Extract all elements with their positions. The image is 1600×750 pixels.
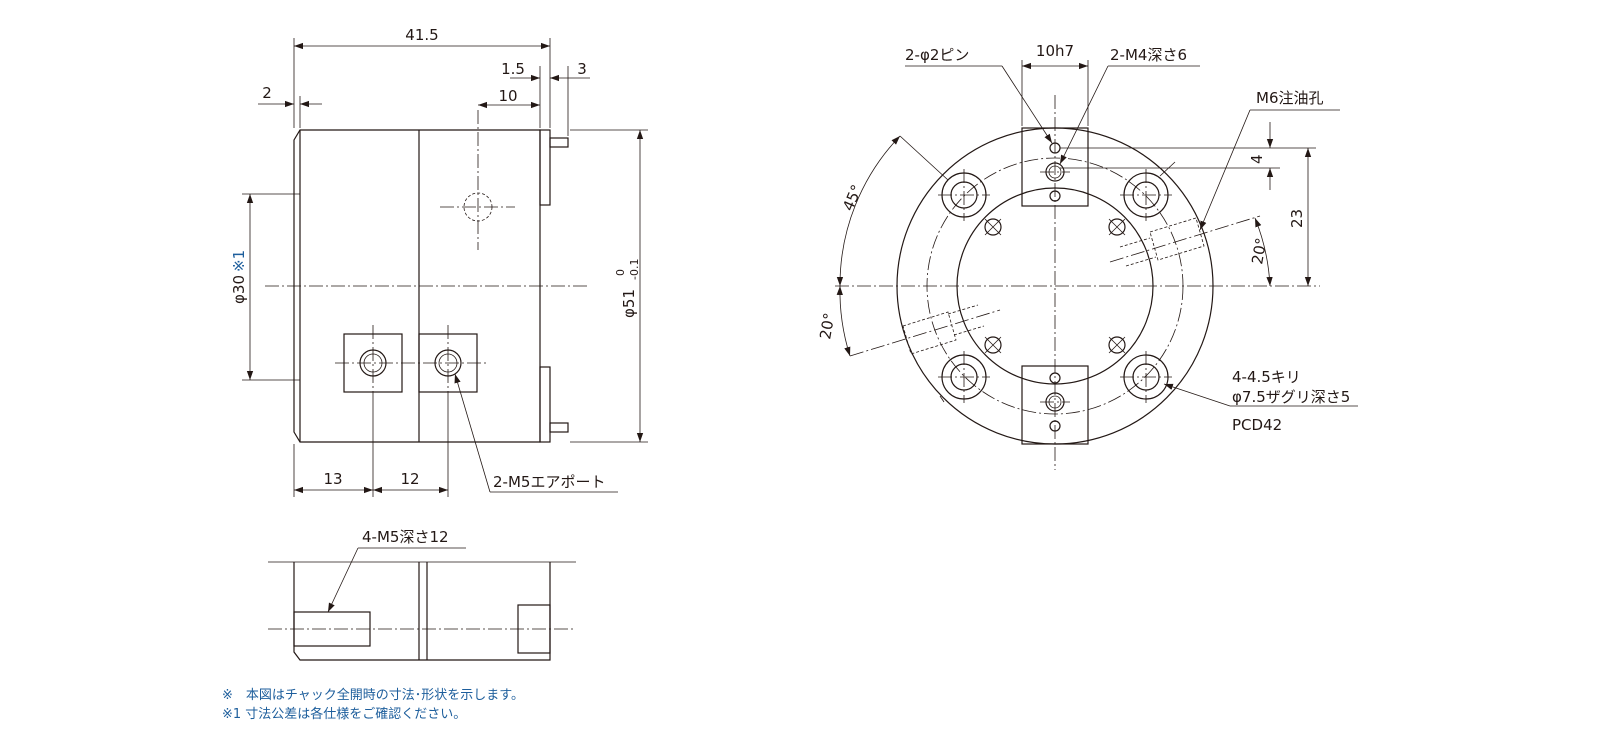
dim-port2: 12 — [400, 470, 419, 488]
dim-bore: φ30 — [230, 275, 248, 304]
tol-upper: 0 — [614, 269, 627, 276]
tap-hole-tr — [1108, 218, 1126, 236]
label-m4: 2-M4深さ6 — [1110, 46, 1187, 64]
angle-45: 45° — [839, 182, 866, 214]
side-view: 41.5 1.5 3 10 2 φ30 ※1 φ51 0 -0.1 1 — [230, 26, 648, 497]
dim-bore-note: ※1 — [230, 250, 248, 272]
angle-20-right: 20° — [1248, 236, 1270, 265]
dim-step: 2 — [262, 84, 272, 102]
oil-hole-right — [1109, 215, 1261, 267]
bolt-hole-bl — [938, 351, 990, 403]
label-air-port: 2-M5エアポート — [493, 473, 605, 491]
tol-lower: -0.1 — [628, 259, 641, 280]
dim-port1: 13 — [323, 470, 342, 488]
angle-20-left: 20° — [816, 311, 838, 340]
bolt-hole-tl — [938, 169, 990, 221]
dim-4: 4 — [1248, 154, 1266, 164]
label-counterbore: φ7.5ザグリ深さ5 — [1232, 388, 1350, 406]
dim-port-offset: 10 — [498, 87, 517, 105]
front-view: 45° 20° 20° 10h7 2-φ2ピン 2-M4深さ6 M6注油孔 4 … — [816, 42, 1358, 470]
note-line-1: ※ 本図はチャック全開時の寸法･形状を示します。 — [222, 688, 524, 703]
bolt-hole-br — [1120, 351, 1172, 403]
tap-hole-br — [1108, 336, 1126, 354]
dim-length: 41.5 — [405, 26, 438, 44]
dim-pin: 3 — [577, 60, 587, 78]
bolt-hole-tr — [1120, 169, 1172, 221]
label-holes: 4-4.5キリ — [1232, 368, 1301, 386]
bottom-view: 4-M5深さ12 — [268, 528, 576, 661]
oil-hole-left — [849, 304, 1001, 357]
notes: ※ 本図はチャック全開時の寸法･形状を示します。 ※1 寸法公差は各仕様をご確認… — [222, 686, 524, 724]
label-oil: M6注油孔 — [1256, 89, 1324, 107]
dim-flange: 1.5 — [501, 60, 525, 78]
tap-hole-tl — [984, 218, 1002, 236]
dim-slot: 10h7 — [1036, 42, 1074, 60]
label-pin: 2-φ2ピン — [905, 46, 969, 64]
dim-outer: φ51 — [620, 289, 638, 318]
label-pcd: PCD42 — [1232, 416, 1282, 434]
label-tap: 4-M5深さ12 — [362, 528, 449, 546]
dim-23: 23 — [1288, 209, 1306, 228]
note-line-2: ※1 寸法公差は各仕様をご確認ください。 — [222, 707, 467, 722]
tap-hole-bl — [984, 336, 1002, 354]
